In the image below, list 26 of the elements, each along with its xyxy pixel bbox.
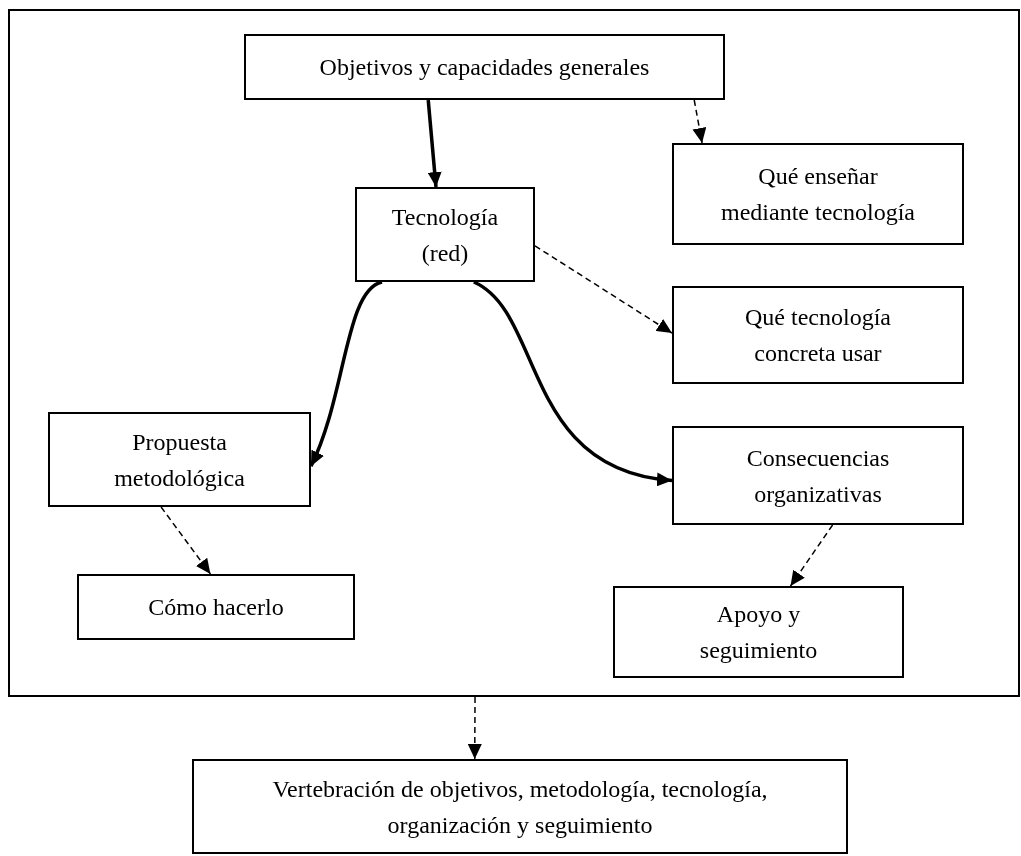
node-text: Qué enseñar mediante tecnología — [720, 162, 916, 227]
process-box — [77, 574, 355, 640]
node-text: Vertebración de objetivos, metodología, tecnología, organización y seguimiento — [271, 774, 769, 840]
node-text: Objetivos y capacidades generales — [319, 53, 650, 82]
node-text: Consecuencias organizativas — [745, 443, 891, 509]
process-box — [48, 412, 311, 507]
process-box — [613, 586, 904, 678]
process-box — [355, 187, 535, 282]
node-text: Tecnología (red) — [390, 202, 500, 268]
process-box — [672, 143, 964, 245]
arrow — [789, 524, 834, 587]
node-text: Qué tecnología concreta usar — [744, 303, 892, 368]
arrow — [692, 99, 707, 144]
arrow — [467, 696, 482, 760]
node-text: Cómo hacerlo — [148, 593, 284, 622]
node-text: Apoyo y seguimiento — [698, 600, 819, 665]
arrow — [472, 280, 673, 485]
arrow — [534, 245, 673, 334]
node-text: Propuesta metodológica — [113, 427, 246, 493]
process-box — [672, 426, 964, 525]
arrow — [160, 506, 212, 575]
frame-box — [8, 9, 1020, 697]
arrow — [426, 99, 442, 188]
process-box — [244, 34, 725, 100]
process-box — [672, 286, 964, 384]
process-box — [192, 759, 848, 854]
